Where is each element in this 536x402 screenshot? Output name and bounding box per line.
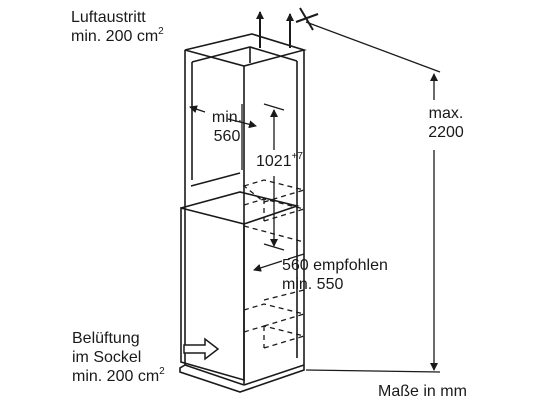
depth-dimension bbox=[253, 253, 305, 272]
appliance-body bbox=[180, 172, 300, 382]
units-label: Maße in mm bbox=[378, 383, 467, 400]
arrow-right-hollow-icon bbox=[183, 337, 220, 361]
air-outlet-label: Luftaustritt min. 200 cm2 bbox=[71, 8, 164, 46]
arrow-up-crossed-icon bbox=[286, 7, 319, 48]
width-min-label: min. 560 bbox=[200, 108, 254, 146]
width-min-line1: min. bbox=[211, 109, 243, 126]
vent-line2: im Sockel bbox=[72, 349, 142, 366]
vent-label: Belüftung im Sockel min. 200 cm2 bbox=[72, 329, 165, 386]
air-outlet-line1: Luftaustritt bbox=[71, 9, 146, 26]
height-label: 1021+7 bbox=[256, 151, 303, 171]
width-min-dimension bbox=[189, 104, 257, 170]
vent-line1: Belüftung bbox=[72, 330, 140, 347]
vent-line3: min. 200 cm2 bbox=[72, 366, 165, 386]
depth-label: 560 empfohlen min. 550 bbox=[282, 256, 388, 294]
max-height-line1: max. bbox=[428, 105, 464, 122]
width-min-line2: 560 bbox=[213, 128, 241, 145]
depth-line2: min. 550 bbox=[282, 276, 344, 293]
max-height-dimension bbox=[305, 21, 441, 373]
air-outlet-line2: min. 200 cm2 bbox=[71, 26, 164, 46]
height-dimension bbox=[263, 103, 285, 251]
max-height-label: max. 2200 bbox=[416, 104, 476, 142]
depth-line1: 560 empfohlen bbox=[282, 257, 388, 274]
cabinet-outline bbox=[179, 33, 307, 393]
max-height-line2: 2200 bbox=[428, 124, 464, 141]
